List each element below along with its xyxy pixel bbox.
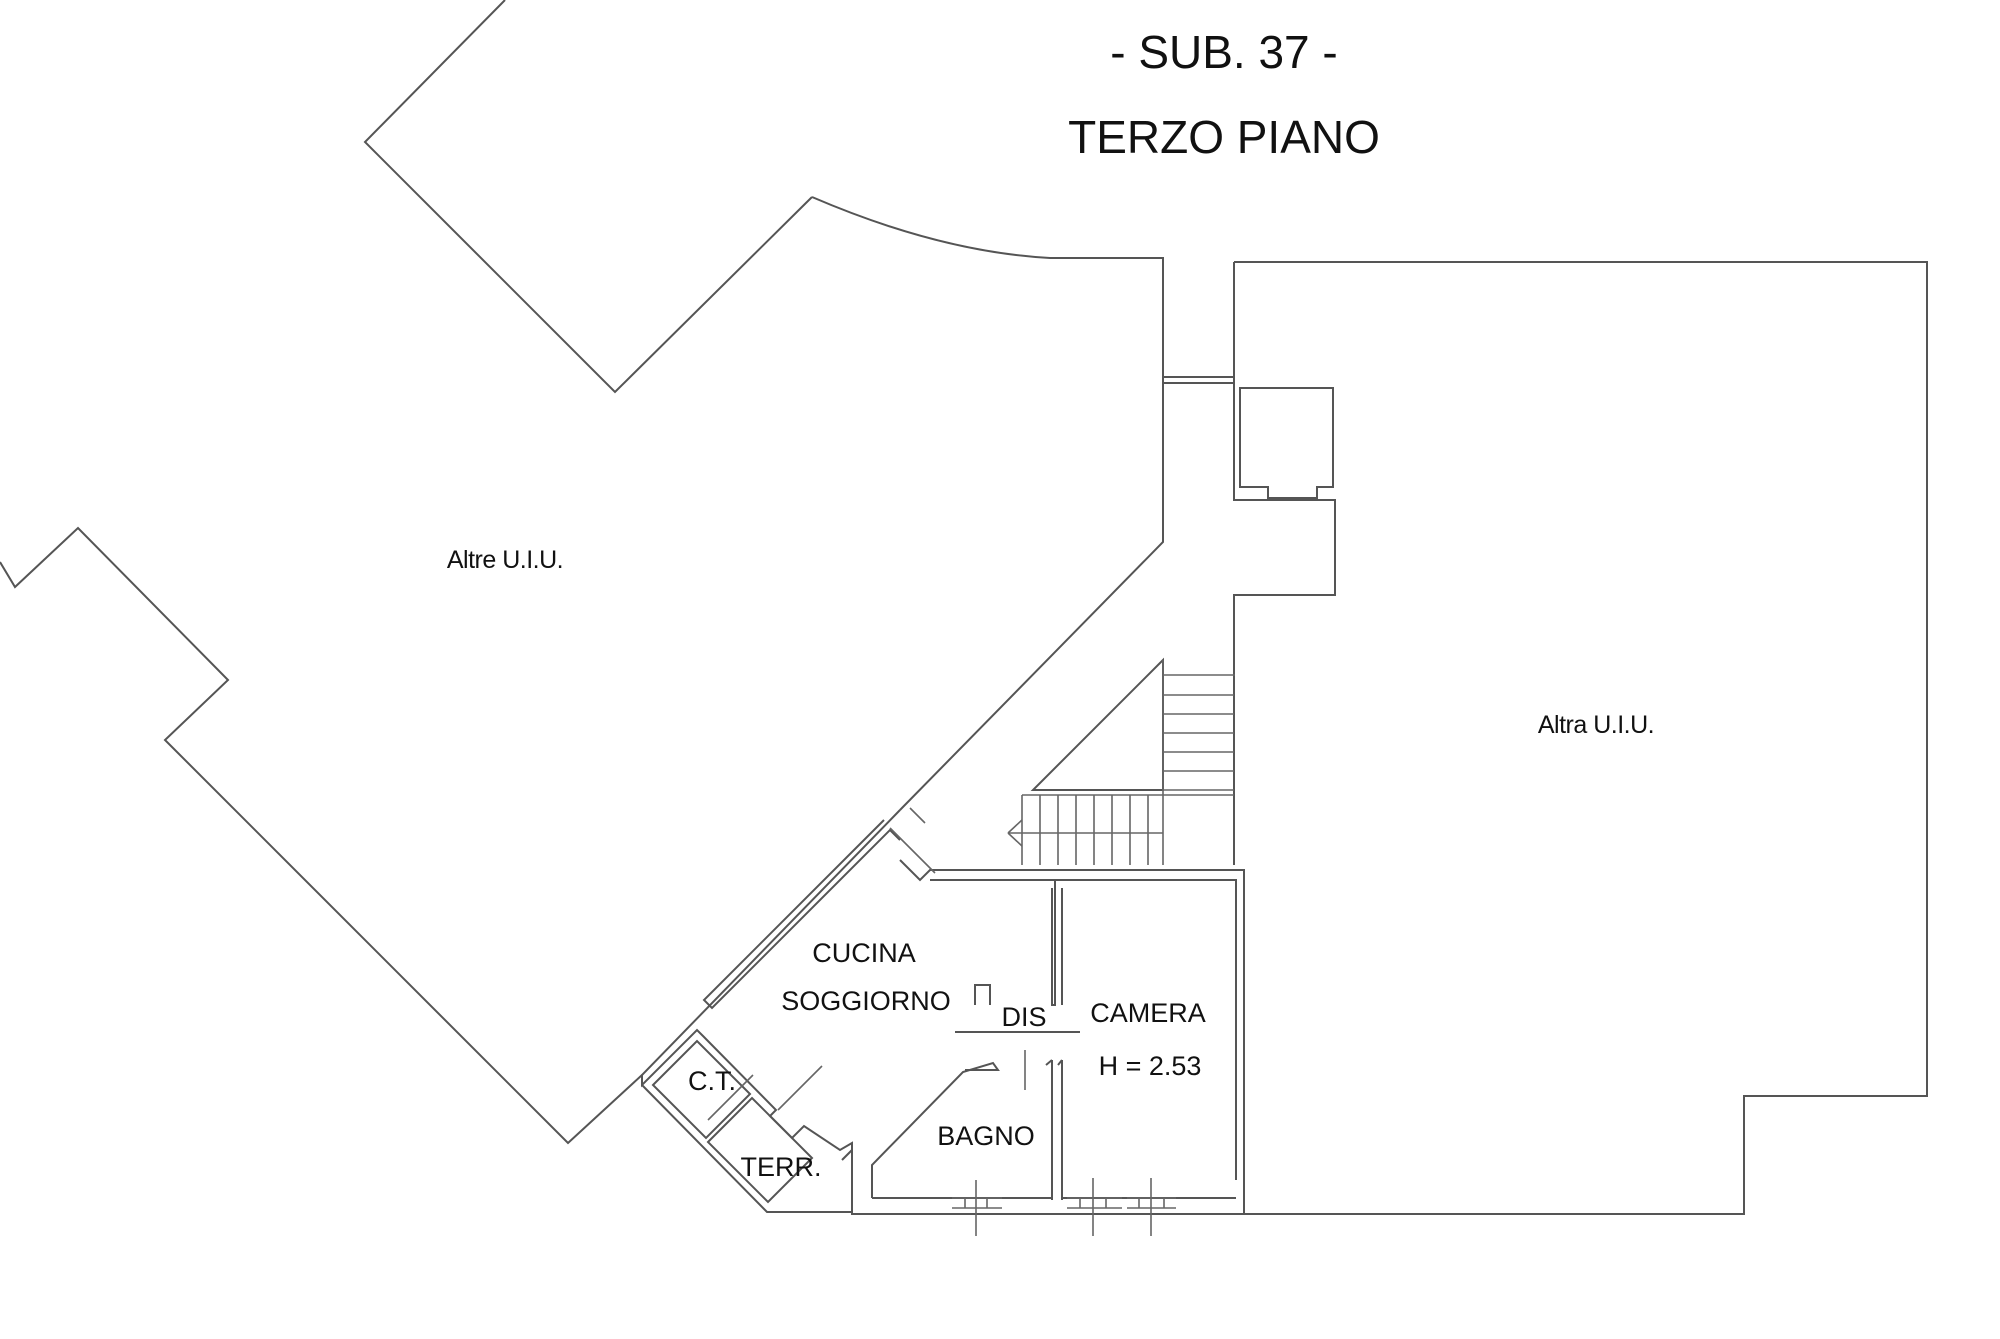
label-soggiorno: SOGGIORNO	[781, 986, 951, 1016]
label-terr: TERR.	[741, 1152, 822, 1182]
label-other-units-left: Altre U.I.U.	[447, 546, 563, 574]
other-units-left-outline	[0, 0, 1164, 1145]
label-ct: C.T.	[688, 1066, 736, 1096]
floor-title: TERZO PIANO	[1068, 111, 1380, 163]
openings	[707, 807, 1176, 1236]
label-camera: CAMERA	[1090, 998, 1206, 1028]
interior-partitions	[871, 879, 1237, 1200]
label-other-unit-right: Altra U.I.U.	[1538, 711, 1654, 739]
apartment-walls	[641, 809, 1245, 1215]
sub-title: - SUB. 37 -	[1110, 26, 1338, 78]
staircase	[1007, 657, 1235, 865]
label-height: H = 2.53	[1099, 1051, 1202, 1081]
label-cucina: CUCINA	[812, 938, 916, 968]
corridor-walls	[1163, 262, 1336, 865]
label-bagno: BAGNO	[937, 1121, 1035, 1151]
label-dis: DIS	[1001, 1002, 1046, 1032]
